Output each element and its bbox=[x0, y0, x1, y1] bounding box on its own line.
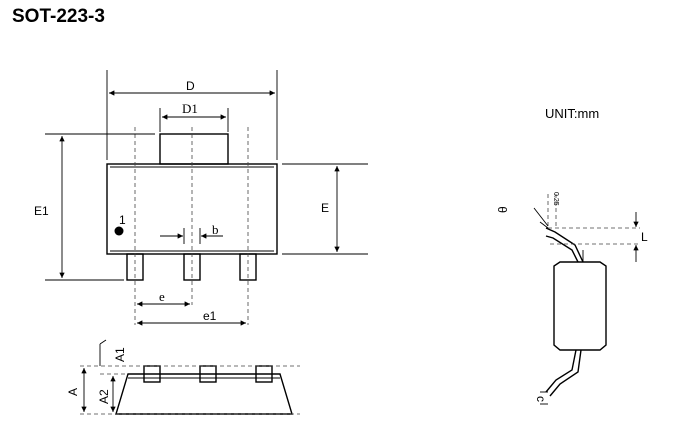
dim-E1-label: E1 bbox=[34, 204, 49, 218]
dim-e1-label: e1 bbox=[203, 309, 217, 323]
dim-theta-label: θ bbox=[496, 206, 510, 213]
pin1-dot bbox=[114, 226, 124, 236]
page-title: SOT-223-3 bbox=[12, 6, 105, 27]
dim-D1-label: D1 bbox=[182, 101, 198, 116]
unit-label: UNIT:mm bbox=[545, 106, 599, 121]
dim-E-label: E bbox=[321, 201, 329, 215]
dim-A2-label: A2 bbox=[97, 389, 111, 404]
side-view: UNIT:mm 0.25 θ L c bbox=[496, 106, 648, 405]
dim-L-label: L bbox=[641, 230, 648, 244]
dim-D-label: D bbox=[186, 79, 195, 93]
side-body bbox=[553, 261, 607, 351]
package-tab bbox=[159, 133, 229, 165]
front-body bbox=[115, 373, 293, 415]
dim-b-label: b bbox=[212, 222, 219, 237]
dim-A1-label: A1 bbox=[113, 347, 127, 362]
top-view: 1 D D1 E1 E bbox=[34, 70, 368, 326]
front-view: A A2 A1 bbox=[66, 339, 300, 415]
dim-c-label: c bbox=[534, 396, 548, 402]
side-lead bbox=[545, 227, 584, 263]
gauge-025-label: 0.25 bbox=[552, 192, 559, 206]
pin1-label: 1 bbox=[119, 213, 126, 227]
dim-e-label: e bbox=[159, 289, 165, 304]
dim-A-label: A bbox=[66, 388, 80, 396]
